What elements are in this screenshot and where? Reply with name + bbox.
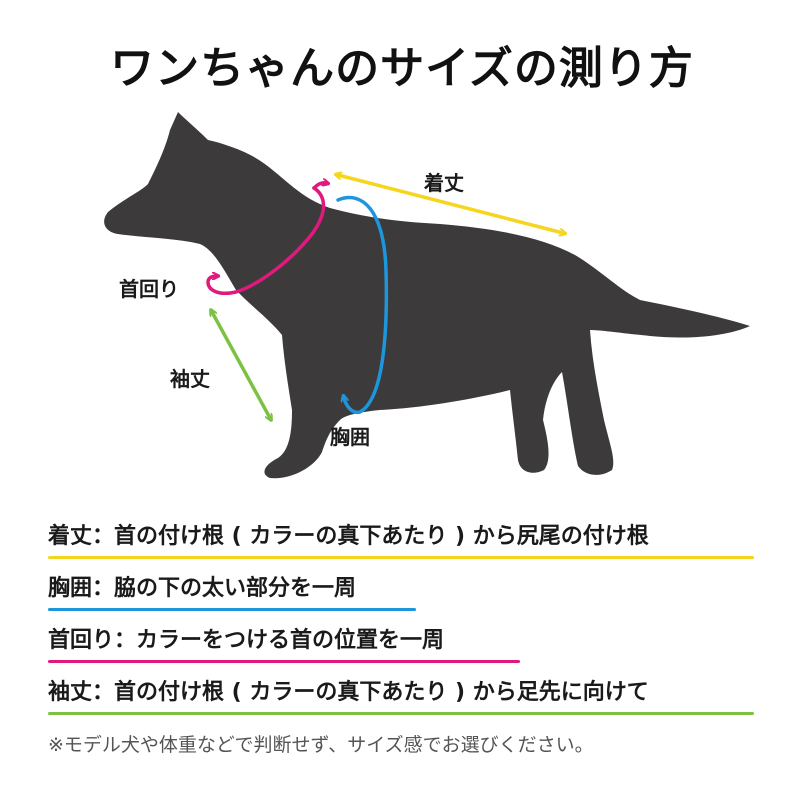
neck-arrow-head (312, 183, 326, 190)
definition-length: 着丈：首の付け根 ( カラーの真下あたり ) から尻尾の付け根 (48, 522, 754, 559)
underline (48, 660, 520, 663)
sleeve-arrow (212, 312, 270, 418)
underline (48, 608, 416, 611)
disclaimer-note: ※モデル犬や体重などで判断せず、サイズ感でお選びください。 (48, 734, 594, 756)
definition-text: 胸囲：脇の下の太い部分を一周 (48, 576, 357, 601)
underline (48, 712, 754, 715)
definition-text: 着丈：首の付け根 ( カラーの真下あたり ) から尻尾の付け根 (48, 524, 649, 549)
length-arrow (338, 175, 563, 233)
definition-sleeve: 袖丈：首の付け根 ( カラーの真下あたり ) から足先に向けて (48, 678, 754, 715)
dog-silhouette (104, 112, 750, 479)
definition-chest: 胸囲：脇の下の太い部分を一周 (48, 574, 416, 611)
page-title: ワンちゃんのサイズの測り方 (110, 43, 694, 94)
dog-measurement-diagram: 着丈 首回り 袖丈 胸囲 (104, 112, 750, 479)
neck-loop (206, 186, 326, 295)
underline (48, 556, 754, 559)
definition-text: 袖丈：首の付け根 ( カラーの真下あたり ) から足先に向けて (48, 680, 649, 705)
definition-text: 首回り：カラーをつける首の位置を一周 (48, 628, 445, 653)
neck-label: 首回り (119, 277, 179, 301)
sleeve-label: 袖丈 (170, 367, 210, 391)
length-label: 着丈 (423, 171, 464, 195)
chest-loop (336, 195, 389, 415)
chest-label: 胸囲 (330, 425, 370, 449)
definition-neck: 首回り：カラーをつける首の位置を一周 (48, 626, 520, 663)
